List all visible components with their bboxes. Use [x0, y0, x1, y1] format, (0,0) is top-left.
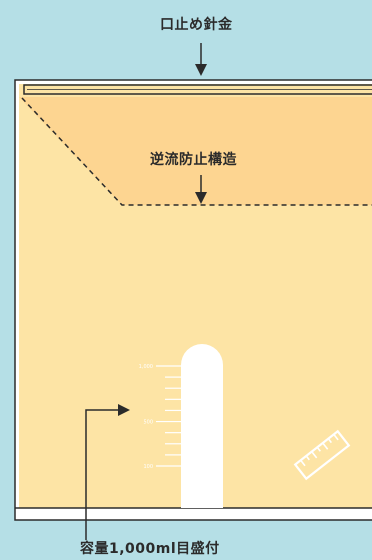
check-valve-dashed-line — [21, 97, 372, 206]
scale-tick-label: 100 — [143, 464, 153, 470]
volume-scale-arrow — [85, 404, 130, 540]
scale-tick-label: 500 — [143, 419, 153, 425]
measuring-window — [181, 344, 223, 508]
scale-tick-label: 1,000 — [139, 364, 153, 370]
scale-ticks: 1,000 500 100 — [139, 364, 181, 470]
check-valve-zone — [19, 97, 372, 205]
volume-scale-label: 容量1,000ml目盛付 — [80, 541, 220, 557]
ruler-icon — [293, 429, 351, 481]
wire-closure-label: 口止め針金 — [160, 17, 233, 33]
check-valve-label: 逆流防止構造 — [150, 152, 237, 168]
